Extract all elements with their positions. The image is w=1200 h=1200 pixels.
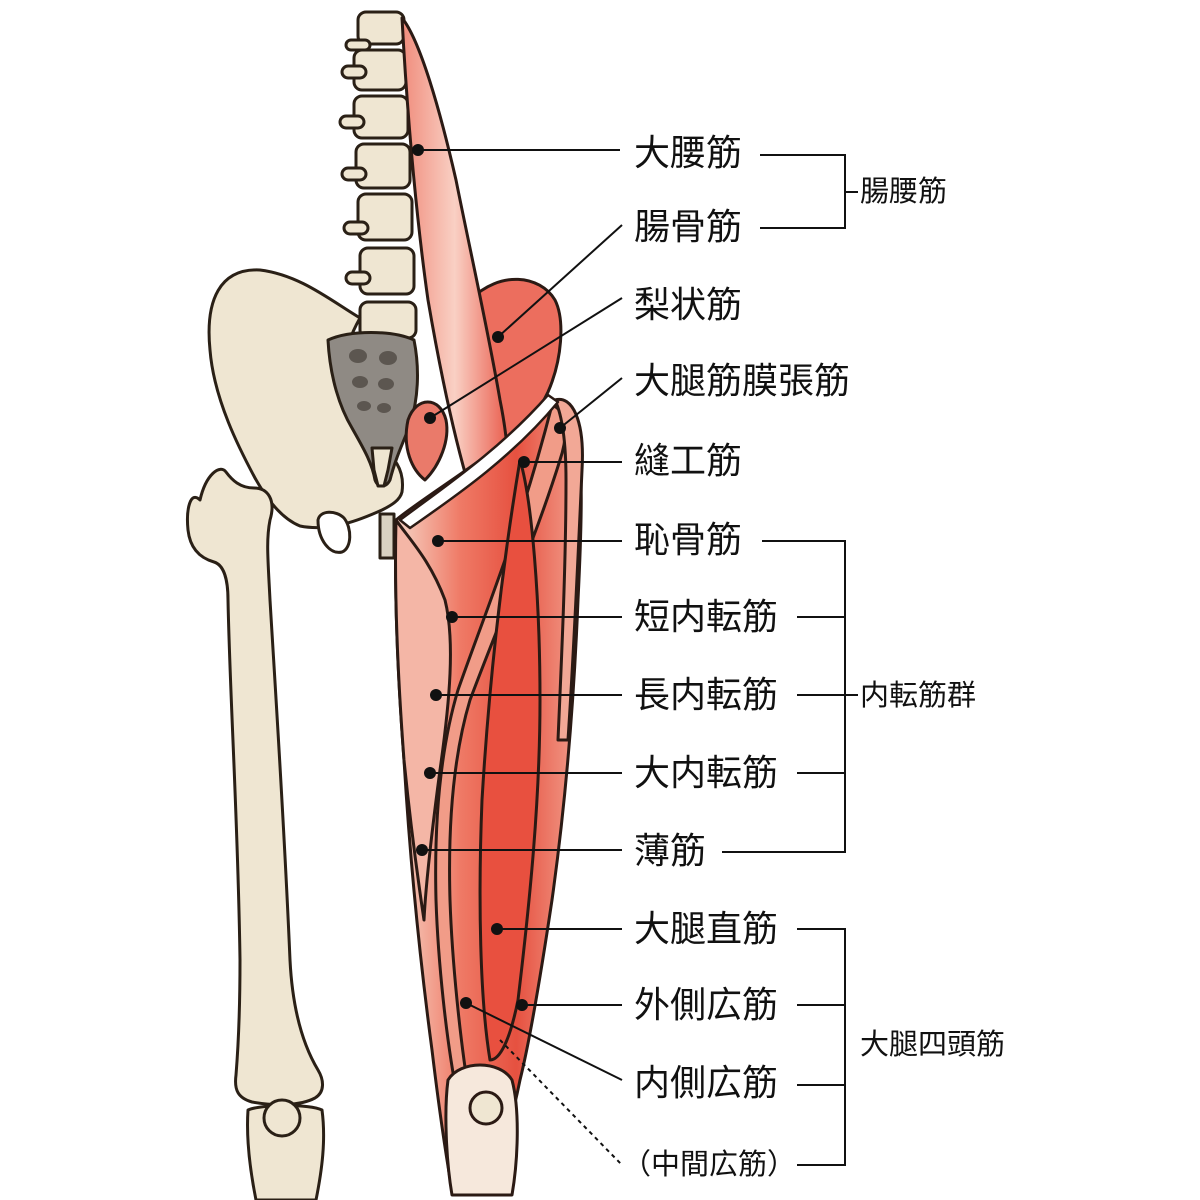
group-label-iliopsoas: 腸腰筋 — [860, 174, 948, 208]
label-tensor-fasciae-latae: 大腿筋膜張筋 — [634, 361, 851, 402]
label-vastus-medialis: 内側広筋 — [634, 1063, 779, 1104]
patellar-tendon — [444, 1063, 519, 1197]
obturator-foramen — [316, 510, 352, 554]
label-vastus-intermedius: （中間広筋） — [622, 1147, 797, 1181]
pubic-symphysis — [378, 512, 396, 560]
label-pectineus: 恥骨筋 — [634, 520, 743, 561]
group-label-quadriceps: 大腿四頭筋 — [860, 1027, 1006, 1061]
label-rectus-femoris: 大腿直筋 — [634, 909, 779, 950]
label-vastus-lateralis: 外側広筋 — [634, 985, 779, 1026]
label-piriformis: 梨状筋 — [634, 285, 743, 326]
label-adductor-brevis: 短内転筋 — [634, 597, 779, 638]
label-gracilis: 薄筋 — [634, 831, 707, 872]
label-iliacus: 腸骨筋 — [634, 207, 743, 248]
label-psoas-major: 大腰筋 — [634, 133, 743, 174]
piriformis-muscle — [404, 400, 449, 482]
adductor-region — [393, 518, 452, 922]
group-label-adductors: 内転筋群 — [860, 678, 977, 712]
leader-lines — [418, 149, 858, 1166]
pointer-dots — [412, 144, 566, 1011]
patella-muscle — [468, 1090, 504, 1126]
femur — [186, 467, 324, 1107]
patella — [262, 1098, 302, 1138]
sacrum — [326, 331, 419, 488]
label-adductor-magnus: 大内転筋 — [634, 753, 779, 794]
inguinal-ligament — [398, 393, 560, 530]
muscles — [393, 16, 584, 1197]
coccyx — [370, 446, 394, 488]
label-adductor-longus: 長内転筋 — [634, 675, 779, 716]
rectus-femoris-muscle — [478, 458, 542, 1062]
skeleton — [186, 10, 419, 1200]
label-sartorius: 縫工筋 — [634, 441, 743, 482]
